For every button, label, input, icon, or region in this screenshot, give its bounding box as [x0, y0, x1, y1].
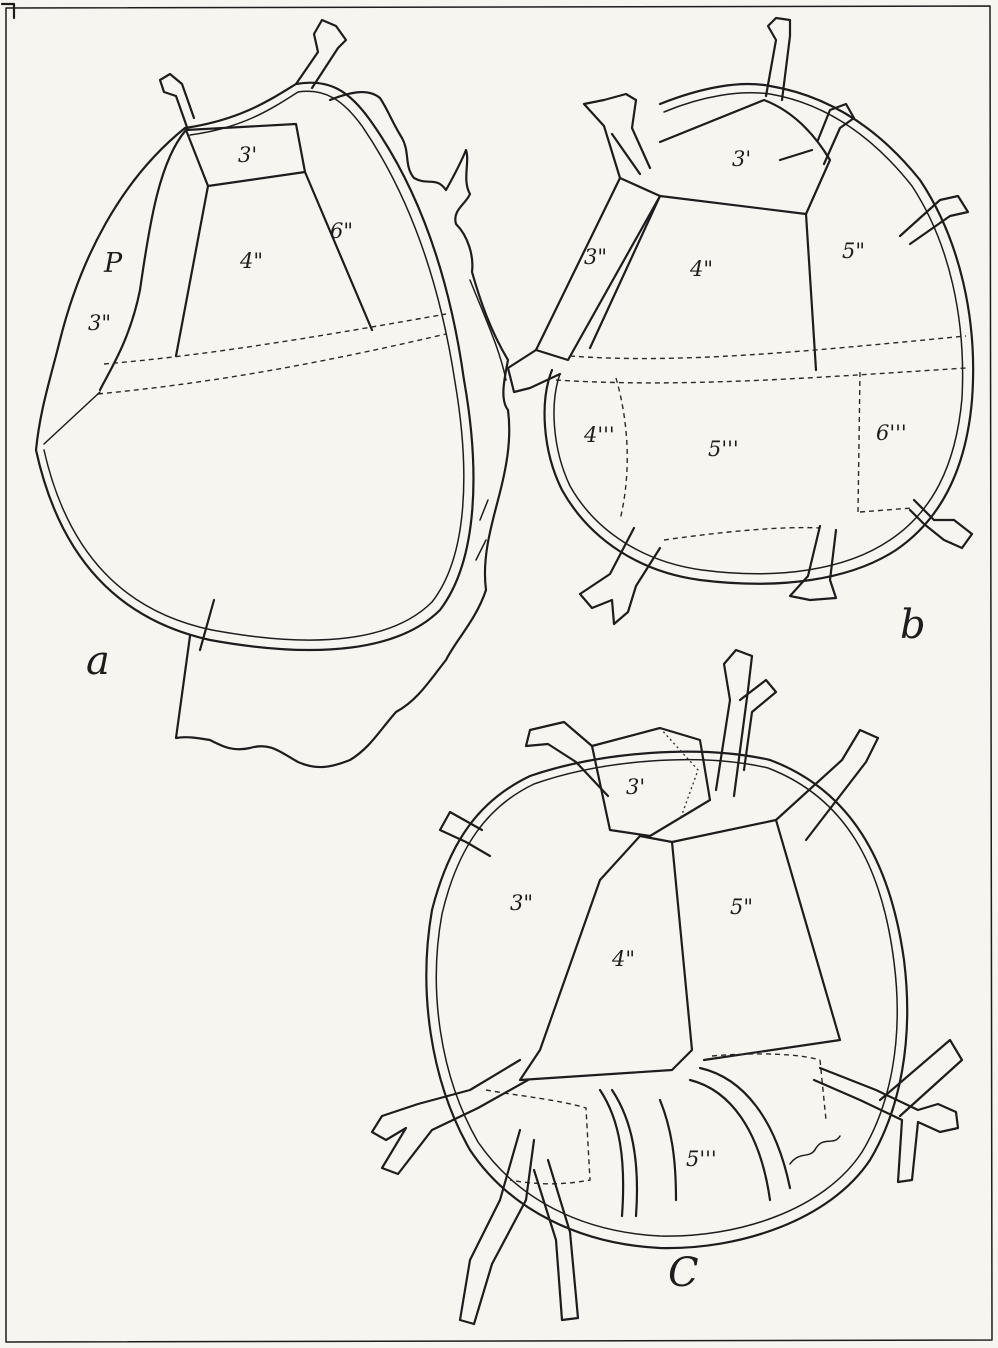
figure-b-suture-bottom	[664, 508, 912, 540]
figure-a-label-3prime: 3'	[238, 143, 257, 167]
figure-b-label-6tpl: 6'''	[876, 421, 907, 445]
figure-a-suture-left	[176, 186, 208, 356]
figure-c-label-3dbl: 3"	[510, 891, 533, 915]
figure-a: 3' 4" 6" P 3" a	[36, 20, 509, 767]
figure-a-suture-right	[305, 172, 372, 330]
figure-c-label-5dbl: 5"	[730, 895, 753, 919]
figure-b-label-4tpl: 4'''	[583, 423, 615, 447]
figure-c-letter: C	[668, 1250, 699, 1296]
figure-b: 3' 3" 4" 5" 4''' 5''' 6''' b	[508, 18, 973, 648]
figure-b-label-5tpl: 5'''	[708, 437, 739, 461]
figure-a-label-4dbl: 4"	[239, 249, 263, 273]
figure-c: 3' 3" 4" 5" 5''' C	[372, 650, 962, 1324]
figure-a-horn-right	[296, 20, 346, 88]
figure-a-letter: a	[86, 638, 110, 684]
figure-c-strut-mid	[660, 1100, 676, 1200]
figure-c-plate-3prime-dots	[660, 728, 698, 820]
figure-b-suture-4dbl-right	[806, 214, 816, 370]
figure-a-label-3dbl: 3"	[88, 311, 111, 335]
figure-a-antapical-line	[200, 600, 214, 650]
figure-c-horn-top	[716, 650, 776, 796]
figure-a-girdle-lower	[98, 334, 446, 394]
figure-a-wing	[176, 92, 509, 767]
figure-c-plate-4dbl	[520, 836, 692, 1080]
figure-b-girdle-upper	[570, 336, 966, 359]
figure-c-strut-right	[690, 1068, 790, 1200]
figure-a-girdle-upper	[104, 314, 446, 364]
figure-b-horn-topleft	[584, 94, 650, 178]
figure-c-label-5tpl: 5'''	[686, 1147, 717, 1171]
figure-b-label-3dbl: 3"	[584, 245, 607, 269]
figure-c-label-4dbl: 4"	[611, 947, 635, 971]
figure-c-strut-left	[600, 1090, 637, 1216]
figure-b-girdle-lower	[556, 368, 966, 383]
figure-b-horn-bottomright	[910, 500, 972, 548]
figure-c-plate-3prime	[592, 728, 710, 836]
figure-c-scallop	[790, 1136, 840, 1164]
figure-b-label-5dbl: 5"	[842, 239, 865, 263]
figure-a-label-P: P	[103, 248, 123, 279]
figure-b-suture-6tpl	[858, 372, 860, 512]
figure-a-sulcus	[44, 392, 100, 444]
figure-b-suture-4tpl	[616, 378, 627, 520]
figure-b-label-4dbl: 4"	[689, 257, 713, 281]
figure-c-horn-right-upper	[880, 1040, 962, 1116]
figure-a-label-6dbl: 6"	[330, 219, 353, 243]
figure-b-label-3prime: 3'	[732, 147, 751, 171]
figure-c-plate-5dbl	[672, 820, 840, 1060]
figure-a-theca-inner	[44, 91, 464, 640]
figure-a-horn-left	[160, 74, 194, 130]
figure-b-horn-bottomleft	[580, 528, 660, 624]
figure-b-horn-bottom	[790, 526, 836, 600]
figure-c-horn-topright	[776, 730, 878, 840]
figure-c-label-3prime: 3'	[626, 775, 645, 799]
corner-mark	[2, 4, 14, 18]
figure-c-girdle	[712, 1054, 826, 1120]
figure-b-letter: b	[900, 602, 926, 648]
